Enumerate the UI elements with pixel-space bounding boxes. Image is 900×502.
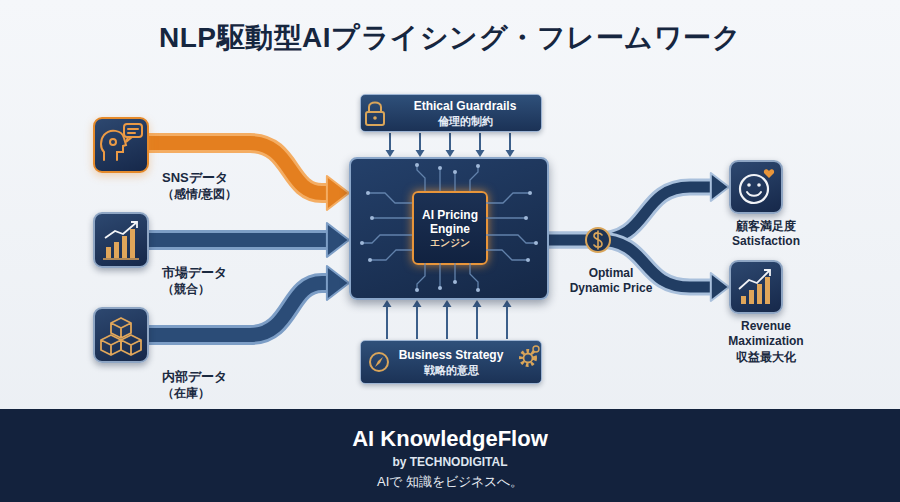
arrow-head (506, 150, 515, 157)
price-coin-part (594, 231, 602, 249)
node-subtext: （感情/意図） (162, 186, 272, 202)
text-group: 顧客満足度Satisfaction (721, 219, 811, 249)
node-heading: Business Strategy (399, 348, 504, 363)
strategy-box: Business Strategy戦略的意思 (360, 340, 542, 384)
arrow-band (149, 233, 329, 247)
arrow-head (443, 300, 452, 307)
constraint-box: Ethical Guardrails倫理的制約 (360, 94, 542, 132)
source-icon-box: 市場データ（競合） (93, 212, 149, 268)
footer-band: AI KnowledgeFlowby TECHNODIGITALAIで 知識をビ… (0, 409, 900, 502)
arrow-line (449, 133, 451, 151)
outcome-icon-box: Revenue Maximization収益最大化 (729, 260, 783, 314)
arrow-line (506, 306, 508, 339)
node-heading: AI KnowledgeFlow (0, 425, 900, 453)
arrow-band-edge (149, 230, 329, 250)
arrow-line (476, 306, 478, 339)
connector (149, 143, 349, 210)
node-subtext: （在庫） (162, 385, 272, 401)
connector (149, 223, 349, 257)
node-subtext: by TECHNODIGITAL (0, 453, 900, 471)
connector (386, 133, 515, 157)
text-group: AI KnowledgeFlowby TECHNODIGITALAIで 知識をビ… (0, 425, 900, 493)
node-heading: AI Pricing Engine (414, 208, 486, 236)
arrow-head (711, 273, 729, 301)
node-heading: 内部データ (162, 368, 272, 385)
arrow-line (479, 133, 481, 151)
arrow-line (416, 306, 418, 339)
text-group: SNSデータ（感情/意図） (162, 169, 272, 202)
node-heading: Ethical Guardrails (414, 99, 517, 114)
arrow-line (419, 133, 421, 151)
node-subtext: エンジン (430, 236, 470, 249)
arrow-head (711, 173, 729, 201)
text-group: 市場データ（競合） (162, 264, 272, 297)
node-subtext: AIで 知識をビジネスへ。 (0, 471, 900, 493)
arrow-head (327, 223, 349, 257)
arrow-head (446, 150, 455, 157)
arrow-line (389, 133, 391, 151)
node-subtext: 倫理的制約 (438, 114, 493, 128)
price-coin-part (586, 228, 610, 252)
source-icon-box: SNSデータ（感情/意図） (93, 117, 149, 173)
text-group: Ethical Guardrails倫理的制約 (391, 95, 539, 131)
connector (549, 173, 729, 240)
engine-box: AI Pricing Engineエンジン (349, 157, 549, 300)
arrow-band-edge (149, 143, 329, 193)
connector (549, 240, 729, 301)
arrow-head (473, 300, 482, 307)
arrow-head (503, 300, 512, 307)
outcome-icon-box: 顧客満足度Satisfaction (729, 160, 783, 214)
text-group: 内部データ（在庫） (162, 368, 272, 401)
arrow-head (413, 300, 422, 307)
arrow-head (327, 176, 349, 210)
flow-label: Optimal Dynamic Price (565, 266, 657, 296)
arrow-head (386, 150, 395, 157)
text-group: Revenue Maximization収益最大化 (721, 319, 811, 365)
node-heading: SNSデータ (162, 169, 272, 186)
price-coin (586, 228, 610, 252)
arrow-head (383, 300, 392, 307)
arrow-line (509, 133, 511, 151)
arrow-line (386, 306, 388, 339)
node-subtext: （競合） (162, 281, 272, 297)
arrow-head (476, 150, 485, 157)
node-subtext: 収益最大化 (721, 349, 811, 365)
node-heading: 市場データ (162, 264, 272, 281)
diagram-title: NLP駆動型AIプライシング・フレームワーク (0, 16, 900, 60)
node-subtext: 戦略的意思 (424, 363, 479, 377)
connector (383, 300, 512, 339)
node-heading: Revenue Maximization (721, 319, 811, 349)
node-heading: 顧客満足度 (721, 219, 811, 234)
text-group: AI Pricing Engineエンジン (412, 191, 488, 265)
arrow-head (416, 150, 425, 157)
arrow-line (446, 306, 448, 339)
node-subtext: Satisfaction (721, 234, 811, 249)
text-group: Business Strategy戦略的意思 (391, 341, 511, 383)
source-icon-box: 内部データ（在庫） (93, 307, 149, 363)
arrow-band (149, 143, 329, 193)
arrow-head (327, 266, 349, 300)
